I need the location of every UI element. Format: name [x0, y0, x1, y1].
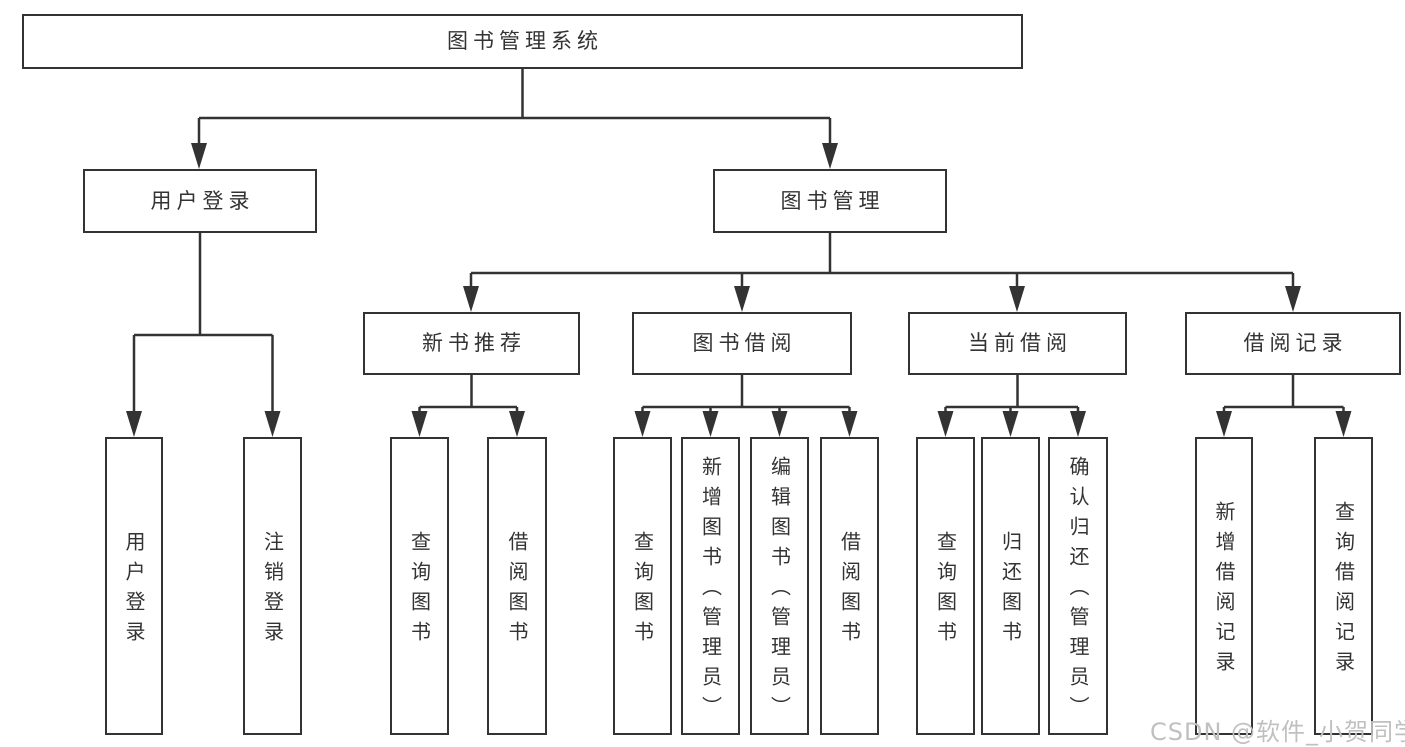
level2-node-book-management: 图书管理 — [713, 169, 947, 233]
level2-node-user-login: 用户登录 — [83, 169, 317, 233]
level3-node-current-borrow: 当前借阅 — [908, 312, 1127, 375]
leaf-node-query-books-borrow: 查询图书 — [613, 437, 672, 735]
leaf-node-query-books-current-label: 查询图书 — [933, 531, 958, 651]
leaf-node-add-books-admin: 新增图书（管理员） — [681, 437, 740, 735]
level3-node-borrow-records: 借阅记录 — [1185, 312, 1401, 375]
leaf-node-query-books-recommend: 查询图书 — [390, 437, 449, 735]
level3-node-current-borrow-label: 当前借阅 — [968, 331, 1072, 355]
leaf-node-confirm-return-admin: 确认归还（管理员） — [1048, 437, 1108, 735]
leaf-node-query-books-borrow-label: 查询图书 — [630, 531, 655, 651]
csdn-watermark: CSDN @软件_小贺同学 — [1150, 718, 1405, 746]
leaf-node-query-books-current: 查询图书 — [916, 437, 975, 735]
leaf-node-user-login: 用户登录 — [105, 437, 163, 735]
leaf-node-query-borrow-record: 查询借阅记录 — [1314, 437, 1373, 735]
leaf-node-confirm-return-admin-label: 确认归还（管理员） — [1066, 456, 1090, 726]
root-node-label: 图书管理系统 — [447, 29, 603, 53]
leaf-node-return-books-label: 归还图书 — [998, 531, 1023, 651]
leaf-node-add-borrow-record: 新增借阅记录 — [1195, 437, 1253, 735]
leaf-node-edit-books-admin: 编辑图书（管理员） — [750, 437, 809, 735]
level3-node-new-book-recommend: 新书推荐 — [363, 312, 580, 375]
level3-node-book-borrow: 图书借阅 — [632, 312, 852, 375]
leaf-node-query-books-recommend-label: 查询图书 — [407, 531, 432, 651]
leaf-node-borrow-books-recommend-label: 借阅图书 — [505, 531, 529, 651]
arrowheads — [126, 143, 1352, 437]
level3-node-borrow-records-label: 借阅记录 — [1243, 331, 1348, 355]
leaf-node-return-books: 归还图书 — [981, 437, 1040, 735]
leaf-node-borrow-books: 借阅图书 — [820, 437, 879, 735]
root-node-library-system: 图书管理系统 — [22, 14, 1023, 69]
level2-node-user-login-label: 用户登录 — [150, 188, 255, 213]
leaf-node-query-borrow-record-label: 查询借阅记录 — [1331, 501, 1356, 681]
level3-node-book-borrow-label: 图书借阅 — [692, 331, 797, 355]
level2-node-book-management-label: 图书管理 — [780, 188, 885, 213]
leaf-node-add-books-admin-label: 新增图书（管理员） — [698, 456, 723, 726]
level3-node-new-book-recommend-label: 新书推荐 — [422, 331, 526, 355]
leaf-node-user-login-label: 用户登录 — [122, 531, 146, 651]
leaf-node-borrow-books-recommend: 借阅图书 — [487, 437, 547, 735]
leaf-node-logout-label: 注销登录 — [260, 531, 285, 651]
leaf-node-borrow-books-label: 借阅图书 — [837, 531, 862, 651]
leaf-node-edit-books-admin-label: 编辑图书（管理员） — [767, 456, 792, 726]
leaf-node-add-borrow-record-label: 新增借阅记录 — [1212, 501, 1236, 681]
leaf-node-logout: 注销登录 — [243, 437, 302, 735]
